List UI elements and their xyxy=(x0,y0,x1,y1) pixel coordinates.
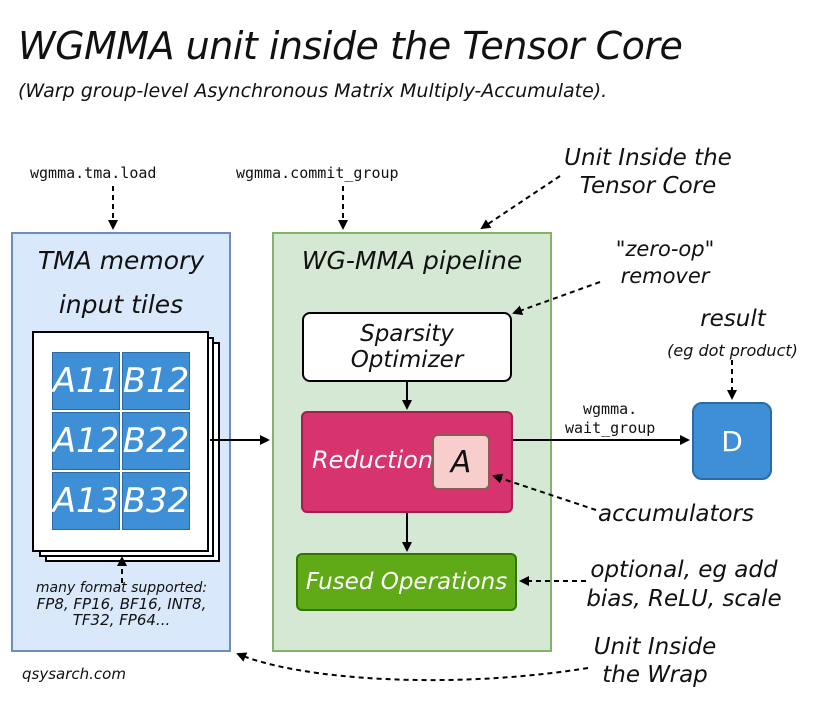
tile-a11: A11 xyxy=(52,352,120,410)
note-result-detail: (eg dot product) xyxy=(667,341,798,360)
arrow-zero-op xyxy=(512,281,601,315)
fused-operations-box: Fused Operations xyxy=(296,553,517,611)
sparsity-line: Optimizer xyxy=(350,347,464,373)
cmd-tma-load: wgmma.tma.load xyxy=(30,164,157,182)
note-result: result xyxy=(700,306,766,332)
formats-line: many format supported: xyxy=(35,580,208,596)
sparsity-optimizer-box: Sparsity Optimizer xyxy=(302,312,512,382)
formats-note: many format supported: FP8, FP16, BF16, … xyxy=(14,580,229,628)
cmd-wait-group-2: wait_group xyxy=(565,419,656,437)
note-line: Tensor Core xyxy=(579,173,717,199)
note-line: bias, ReLU, scale xyxy=(586,586,782,612)
note-accumulators: accumulators xyxy=(598,501,754,527)
note-optional: optional, eg add bias, ReLU, scale xyxy=(584,556,784,614)
note-line: Unit Inside xyxy=(593,634,717,660)
tile-b12: B12 xyxy=(122,352,190,410)
wg-mma-title: WG-MMA pipeline xyxy=(301,246,523,275)
arrow-unit-tensor-core xyxy=(480,175,561,230)
output-d-box: D xyxy=(692,402,772,480)
tma-title-line1: TMA memory xyxy=(37,246,205,275)
arrow-accumulators xyxy=(492,473,597,511)
cmd-commit-group: wgmma.commit_group xyxy=(236,164,399,182)
page-title: WGMMA unit inside the Tensor Core xyxy=(18,24,683,68)
tma-title-line2: input tiles xyxy=(58,290,184,319)
note-line: "zero-op" xyxy=(615,237,715,261)
note-unit-warp: Unit Inside the Wrap xyxy=(580,633,730,689)
formats-line: TF32, FP64... xyxy=(72,611,171,629)
formats-line: FP8, FP16, BF16, INT8, xyxy=(36,595,207,613)
site-credit: qsysarch.com xyxy=(22,665,126,683)
note-line: Unit Inside the xyxy=(564,145,732,171)
reduction-label: Reduction xyxy=(312,446,434,474)
tile-a12: A12 xyxy=(52,412,120,470)
note-line: remover xyxy=(620,264,710,288)
arrow-unit-warp xyxy=(236,652,589,682)
accumulator-box: A xyxy=(432,434,490,490)
tile-a13: A13 xyxy=(52,472,120,530)
sparsity-line: Sparsity xyxy=(360,321,454,347)
note-unit-tensor-core: Unit Inside the Tensor Core xyxy=(548,144,748,200)
page-subtitle: (Warp group-level Asynchronous Matrix Mu… xyxy=(18,80,608,102)
tile-b32: B32 xyxy=(122,472,190,530)
note-line: optional, eg add xyxy=(590,557,778,583)
note-zero-op: "zero-op" remover xyxy=(590,236,740,290)
note-line: the Wrap xyxy=(602,662,708,688)
cmd-wait-group-1: wgmma. xyxy=(583,400,638,418)
tile-b22: B22 xyxy=(122,412,190,470)
